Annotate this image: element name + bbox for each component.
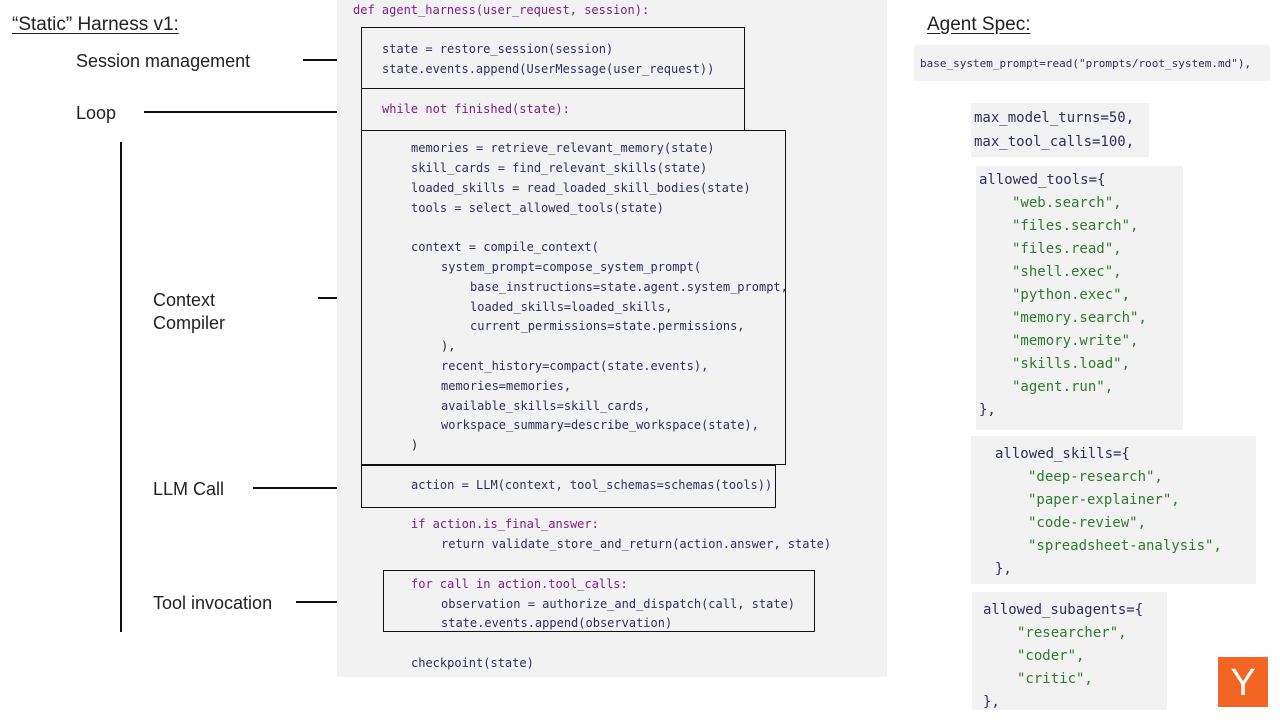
connector-llm (253, 487, 361, 489)
code-def-line: def agent_harness(user_request, session)… (353, 3, 650, 17)
code-line: observation = authorize_and_dispatch(cal… (441, 597, 796, 611)
tool-invocation-box (383, 570, 815, 632)
code-line: return validate_store_and_return(action.… (441, 537, 832, 551)
spec-skills-block: allowed_skills={ "deep-research", "paper… (971, 436, 1256, 584)
spec-max-turns: max_model_turns=50, (974, 110, 1135, 126)
connector-loop (144, 111, 361, 113)
label-llm-call: LLM Call (153, 479, 225, 499)
spec-subagents-open: allowed_subagents={ (983, 602, 1144, 618)
spec-subagent-item: "critic", (1017, 671, 1093, 687)
label-session-management: Session management (76, 51, 251, 71)
harness-title: “Static” Harness v1: (12, 14, 179, 35)
code-line: state.events.append(UserMessage(user_req… (382, 62, 715, 76)
spec-max-tools: max_tool_calls=100, (974, 134, 1135, 150)
spec-system-prompt: base_system_prompt=read("prompts/root_sy… (920, 57, 1252, 70)
code-line: ), (441, 339, 456, 353)
spec-tool-item: "web.search", (1012, 195, 1122, 211)
spec-subagents-close: }, (983, 694, 1000, 710)
code-line: workspace_summary=describe_workspace(sta… (441, 418, 759, 432)
label-context-line1: Context (153, 290, 216, 310)
code-line: ) (411, 438, 419, 452)
label-tool-invocation: Tool invocation (153, 593, 273, 613)
code-line: tools = select_allowed_tools(state) (411, 201, 664, 215)
code-line: if action.is_final_answer: (411, 517, 599, 531)
spec-skill-item: "paper-explainer", (1028, 492, 1180, 508)
code-line: state = restore_session(session) (382, 42, 614, 56)
spec-tool-item: "files.read", (1012, 241, 1122, 257)
code-line: action = LLM(context, tool_schemas=schem… (411, 478, 773, 492)
loop-bracket-line (120, 142, 122, 632)
spec-subagents-block: allowed_subagents={ "researcher", "coder… (972, 592, 1167, 710)
code-line: memories = retrieve_relevant_memory(stat… (411, 141, 715, 155)
code-line: loaded_skills = read_loaded_skill_bodies… (411, 181, 751, 195)
code-panel (337, 0, 887, 677)
spec-tool-item: "shell.exec", (1012, 264, 1122, 280)
code-line: recent_history=compact(state.events), (441, 359, 709, 373)
spec-tool-item: "python.exec", (1012, 287, 1131, 303)
spec-tools-close: }, (979, 402, 996, 418)
code-line: checkpoint(state) (411, 656, 534, 670)
agent-spec-title: Agent Spec: (927, 14, 1031, 35)
spec-tool-item: "memory.write", (1012, 333, 1139, 349)
code-line: current_permissions=state.permissions, (470, 319, 745, 333)
code-line: available_skills=skill_cards, (441, 399, 651, 413)
spec-tool-item: "agent.run", (1012, 379, 1114, 395)
code-line: skill_cards = find_relevant_skills(state… (411, 161, 708, 175)
code-line: loaded_skills=loaded_skills, (470, 300, 673, 314)
spec-subagent-item: "coder", (1017, 648, 1085, 664)
session-box (361, 27, 745, 89)
spec-skills-close: }, (995, 561, 1012, 577)
spec-subagent-item: "researcher", (1017, 625, 1127, 641)
spec-prompt-block: base_system_prompt=read("prompts/root_sy… (914, 45, 1270, 81)
connector-session (303, 59, 361, 61)
spec-tool-item: "skills.load", (1012, 356, 1131, 372)
spec-tool-item: "memory.search", (1012, 310, 1147, 326)
code-line: system_prompt=compose_system_prompt( (441, 260, 702, 274)
spec-limits-block: max_model_turns=50, max_tool_calls=100, (971, 103, 1149, 157)
code-line: for call in action.tool_calls: (411, 577, 628, 591)
label-context-line2: Compiler (153, 313, 226, 333)
code-line: memories=memories, (441, 379, 572, 393)
context-compiler-box (361, 130, 786, 465)
spec-tools-open: allowed_tools={ (979, 172, 1106, 188)
code-line: state.events.append(observation) (441, 616, 673, 630)
y-combinator-logo: Y (1218, 657, 1268, 707)
code-line: context = compile_context( (411, 240, 599, 254)
llm-call-box (361, 465, 776, 508)
code-line: base_instructions=state.agent.system_pro… (470, 280, 788, 294)
label-loop: Loop (76, 103, 117, 123)
spec-skill-item: "spreadsheet-analysis", (1028, 538, 1222, 554)
spec-tool-item: "files.search", (1012, 218, 1139, 234)
spec-skills-open: allowed_skills={ (995, 446, 1130, 462)
spec-skill-item: "code-review", (1028, 515, 1147, 531)
code-line: while not finished(state): (382, 102, 570, 116)
spec-tools-block: allowed_tools={ "web.search", "files.sea… (976, 166, 1183, 430)
spec-skill-item: "deep-research", (1028, 469, 1163, 485)
